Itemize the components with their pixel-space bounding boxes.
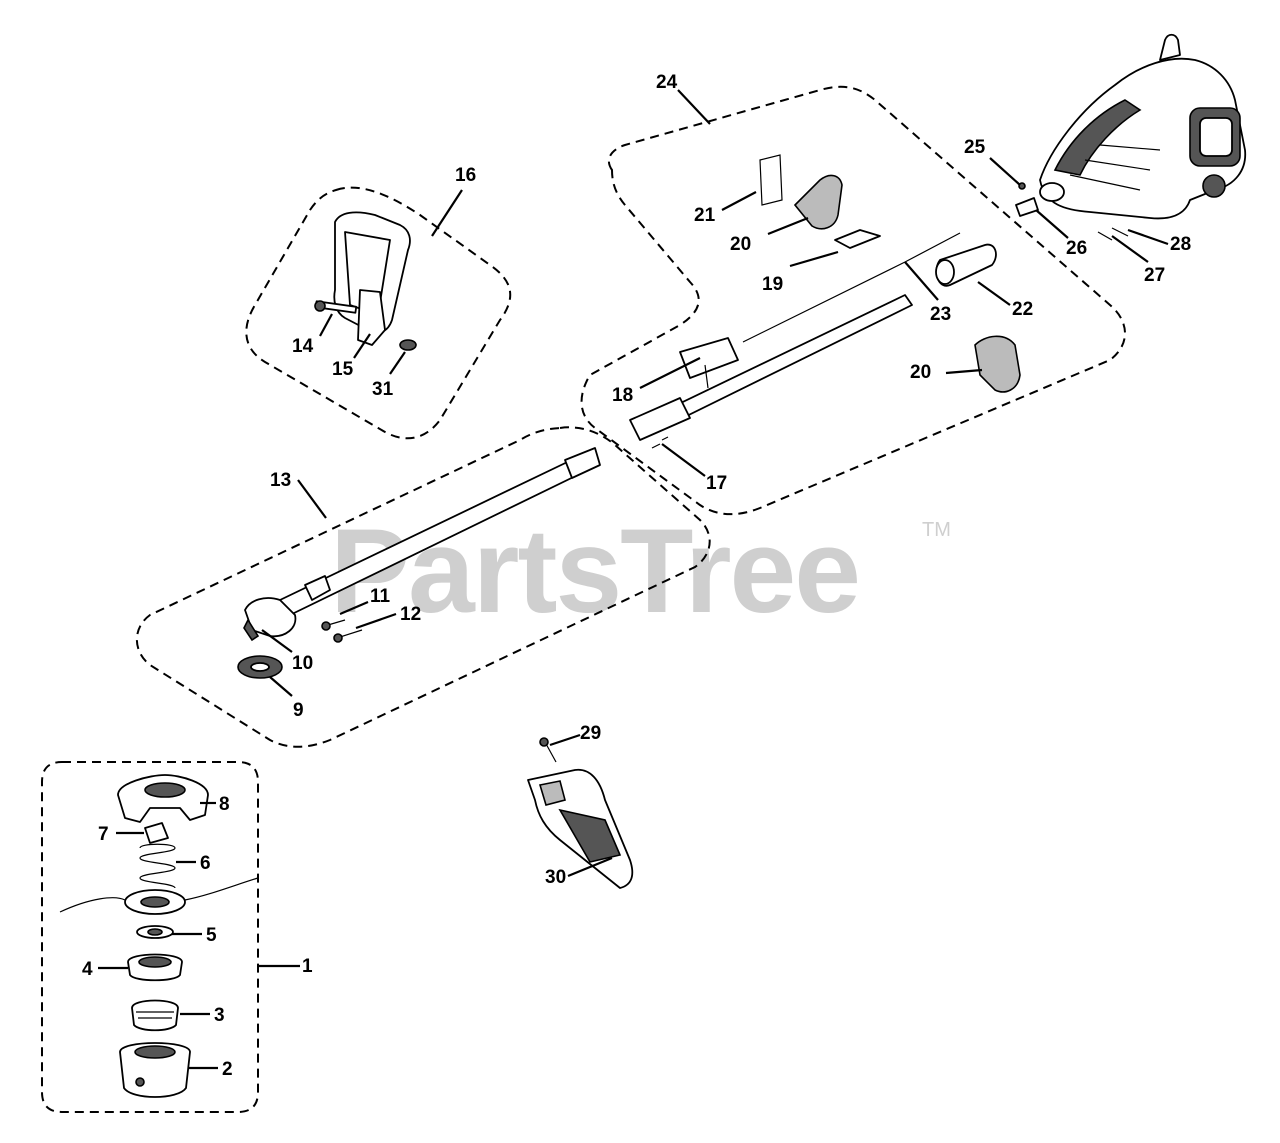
watermark-trademark: TM [922,519,951,541]
callout-24: 24 [656,72,678,93]
group-outline-16 [245,186,512,440]
callout-1: 1 [302,956,313,977]
callout-14: 14 [292,336,314,357]
callout-29: 29 [580,723,601,744]
callout-labels: 1 2 3 4 5 6 7 8 9 10 11 12 13 14 15 16 1… [82,72,1191,1080]
upper-shaft-icon [629,294,913,441]
watermark-text: PartsTree [330,504,859,638]
callout-6: 6 [200,853,211,874]
callout-13: 13 [270,470,291,491]
callout-16: 16 [455,165,476,186]
callout-30: 30 [545,867,566,888]
callout-9: 9 [293,700,304,721]
group-outline-24 [580,85,1126,516]
callout-8: 8 [219,794,230,815]
callout-2: 2 [222,1059,233,1080]
d-handle-icon [314,211,417,351]
callout-19: 19 [762,274,783,295]
lower-shaft-icon [243,447,601,642]
callout-3: 3 [214,1005,225,1026]
hardware-icon [321,182,1129,763]
callout-25: 25 [964,137,986,158]
callout-23: 23 [930,304,951,325]
callout-17: 17 [706,473,727,494]
callout-27: 27 [1144,265,1165,286]
callout-21: 21 [694,205,716,226]
throttle-housing-icon [759,154,1021,393]
callout-28: 28 [1170,234,1191,255]
callout-18: 18 [612,385,633,406]
callout-31: 31 [372,379,394,400]
callout-7: 7 [98,824,109,845]
callout-10: 10 [292,653,313,674]
callout-5: 5 [206,925,217,946]
callout-20-upper: 20 [730,234,751,255]
trimmer-head-icon [59,655,283,1098]
foam-grip-icon [935,243,997,287]
debris-shield-icon [527,768,634,889]
engine-housing-icon [1039,33,1247,220]
leader-lines [98,89,1169,1070]
callout-15: 15 [332,359,354,380]
callout-22: 22 [1012,299,1033,320]
callout-11: 11 [370,586,391,607]
group-outline-1 [41,761,259,1113]
callout-12: 12 [400,604,421,625]
callout-20-lower: 20 [910,362,931,383]
callout-4: 4 [82,959,93,980]
callout-26: 26 [1066,238,1087,259]
